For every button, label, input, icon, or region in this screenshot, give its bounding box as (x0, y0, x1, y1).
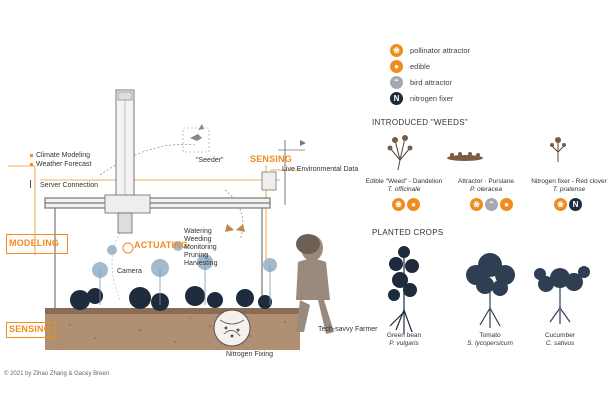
sensing-tag-bottom: SENSING (9, 324, 51, 334)
modeling-tag-box (6, 234, 68, 254)
crops-title: PLANTED CROPS (372, 228, 444, 237)
clover-pollinator-icon: ❀ (554, 198, 567, 211)
weed-dandelion-caption: Edible "Weed" - Dandelion T. officinale (365, 178, 443, 193)
bird-icon: ⌃ (390, 76, 403, 89)
task-monitoring: Monitoring (184, 244, 217, 251)
crop-illustrations (388, 246, 590, 334)
crop-cucumber-caption: Cucumber C. sativus (545, 332, 575, 347)
farmer-label: Tech-savvy Farmer (318, 326, 378, 333)
modeling-tag: MODELING (9, 238, 60, 248)
weed-purslane-caption: Attractor · Purslane P. oleracea (458, 178, 514, 193)
server-connection-label: Server Connection (40, 182, 98, 189)
crop-tomato-caption: Tomato S. lycopersicum (467, 332, 513, 347)
modeling-item-weather: Weather Forecast (30, 161, 92, 169)
sensing-tag: SENSING (250, 154, 292, 164)
purslane-pollinator-icon: ❀ (470, 198, 483, 211)
weed-clover-caption: Nitrogen fixer - Red clover T. pratense (531, 178, 607, 193)
weeds-title: INTRODUCED "WEEDS" (372, 118, 468, 127)
crop-bean-caption: Green bean P. vulgaris (386, 332, 422, 347)
system-diagram (8, 89, 334, 350)
dandelion-pollinator-icon: ❀ (392, 198, 405, 211)
antenna-icon (30, 180, 37, 188)
task-harvesting: Harvesting (184, 260, 218, 267)
purslane-bird-icon: ⌃ (485, 198, 498, 211)
actuating-tag: ACTUATING (134, 240, 189, 250)
tasks-list: Watering Weeding Monitoring Pruning Harv… (184, 228, 217, 268)
pollinator-icon: ❀ (390, 44, 403, 57)
sensing-tag-bottom-box (6, 322, 56, 338)
task-weeding: Weeding (184, 236, 212, 243)
credit-text: © 2021 by Zihao Zhang & Gacey Breen (4, 371, 110, 377)
task-pruning: Pruning (184, 252, 209, 259)
modeling-item-climate: Climate Modeling (30, 152, 90, 160)
nitrogen-fixing-label: Nitrogen Fixing (226, 351, 274, 358)
live-data-label: Live Environmental Data (282, 166, 359, 173)
purslane-edible-icon: ● (500, 198, 513, 211)
dandelion-edible-icon: ● (407, 198, 420, 211)
camera-label: Camera (117, 268, 142, 275)
edible-icon: ● (390, 60, 403, 73)
seeder-label: "Seeder" (196, 157, 224, 164)
weed-illustrations (387, 135, 566, 170)
task-watering: Watering (184, 228, 212, 235)
nitrogen-icon: N (390, 92, 403, 105)
clover-nitrogen-icon: N (569, 198, 582, 211)
